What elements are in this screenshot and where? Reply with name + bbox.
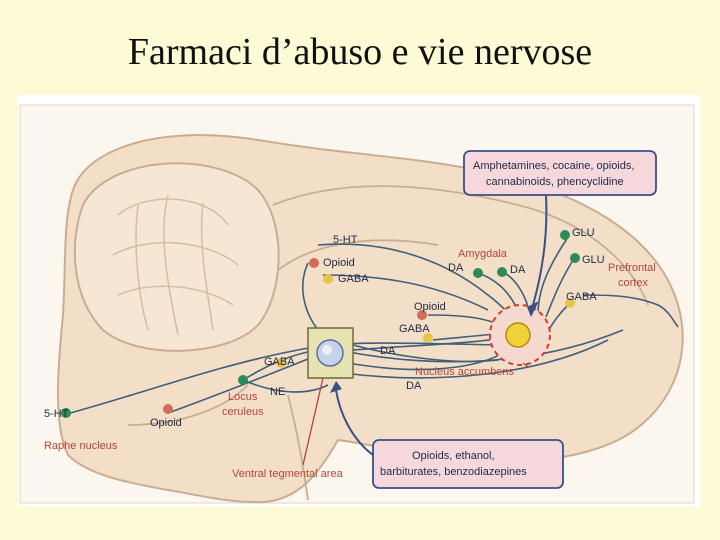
neuron-markers <box>61 230 580 418</box>
label-gaba-right: GABA <box>566 291 597 303</box>
label-locus-line2: ceruleus <box>222 406 264 418</box>
gaba-mid-dot <box>423 333 433 343</box>
glu-second-dot <box>570 253 580 263</box>
label-da-amygdala-right: DA <box>510 264 526 276</box>
opioid-left-dot <box>163 404 173 414</box>
slide-title: Farmaci d’abuso e vie nervose <box>127 31 593 73</box>
arrow-head-top <box>527 301 539 317</box>
callout-bottom-line2: barbiturates, benzodiazepines <box>380 466 527 478</box>
label-5ht-left: 5-HT <box>44 408 69 420</box>
label-da-lower: DA <box>406 380 422 392</box>
brain-diagram: Amphetamines, cocaine, opioids, cannabin… <box>19 104 695 504</box>
callout-top-line1: Amphetamines, cocaine, opioids, <box>473 160 634 172</box>
label-locus-line1: Locus <box>228 391 258 403</box>
label-amygdala: Amygdala <box>458 248 508 260</box>
label-ne: NE <box>270 386 285 398</box>
cortex-fold <box>272 185 649 306</box>
glu-top-dot <box>560 230 570 240</box>
callout-top-line2: cannabinoids, phencyclidine <box>486 176 624 188</box>
opioid-top-dot <box>309 258 319 268</box>
nucleus-accumbens-pointer <box>522 362 529 368</box>
label-gaba-mid: GABA <box>399 323 430 335</box>
callout-bottom-line1: Opioids, ethanol, <box>412 450 495 462</box>
vta-pointer <box>302 377 324 466</box>
label-prefrontal-line2: cortex <box>618 277 648 289</box>
da-amygdala-left-dot <box>473 268 483 278</box>
arrow-head-bottom <box>330 381 342 393</box>
label-gaba-left: GABA <box>264 356 295 368</box>
locus-ceruleus-dot <box>238 375 248 385</box>
raphe-dot <box>61 408 71 418</box>
vta-nucleus <box>322 345 332 355</box>
brainstem-outline <box>127 384 309 501</box>
label-glu-second: GLU <box>582 254 605 266</box>
label-prefrontal-line1: Prefrontal <box>608 262 656 274</box>
label-da-vta: DA <box>380 345 396 357</box>
label-nucleus-accumbens: Nucleus accumbens <box>415 366 515 378</box>
label-opioid-left: Opioid <box>150 417 182 429</box>
opioid-mid-dot <box>417 310 427 320</box>
nucleus-accumbens-neuron <box>505 322 531 348</box>
callout-bottom-box <box>372 439 564 489</box>
gaba-top-dot <box>323 274 333 284</box>
callout-arrows <box>335 194 548 456</box>
label-raphe: Raphe nucleus <box>44 440 118 452</box>
label-opioid-top: Opioid <box>323 257 355 269</box>
gaba-left-dot <box>276 358 286 368</box>
label-5ht-top: 5-HT <box>333 234 358 246</box>
brain-pathways-figure: Amphetamines, cocaine, opioids, cannabin… <box>18 95 700 507</box>
label-opioid-mid: Opioid <box>414 301 446 313</box>
cerebellum <box>73 162 280 352</box>
callout-top-box <box>463 150 657 196</box>
label-glu-top: GLU <box>572 227 595 239</box>
label-vta: Ventral tegmental area <box>232 468 344 480</box>
label-gaba-top: GABA <box>338 273 369 285</box>
gaba-right-dot <box>565 298 575 308</box>
da-amygdala-right-dot <box>497 267 507 277</box>
label-da-amygdala-left: DA <box>448 262 464 274</box>
